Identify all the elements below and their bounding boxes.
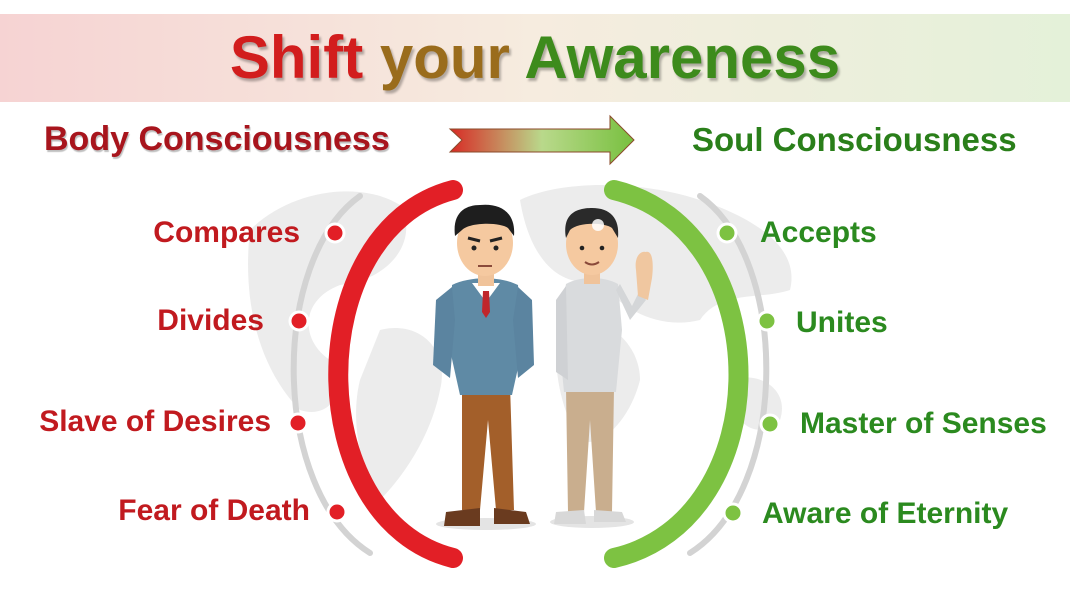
soul-consciousness-heading: Soul Consciousness [692,121,1017,158]
title-band [0,14,1070,102]
body-consciousness-heading: Body Consciousness [44,120,390,158]
page-title: Shift your Awareness [0,20,1070,96]
trait-aware-of-eternity: Aware of Eternity [762,497,1009,530]
dot-unites [756,310,778,332]
trait-compares: Compares [153,216,300,249]
trait-divides: Divides [157,304,264,337]
soul-conscious-man-illustration [550,208,653,528]
left-bullet-dots [287,222,348,523]
transition-arrow [448,114,635,166]
left-red-arc [328,180,463,568]
dot-compares [324,222,346,244]
title-word-shift: Shift [229,24,364,91]
dot-divides [288,310,310,332]
trait-accepts: Accepts [760,216,877,249]
dot-accepts [716,222,738,244]
title-word-awareness: Awareness [524,24,841,91]
right-green-arc [604,180,749,568]
trait-fear-of-death: Fear of Death [118,494,310,527]
dot-fear-of-death [326,501,348,523]
right-bullet-dots [716,222,781,524]
body-conscious-man-illustration [433,204,536,530]
title-word-your: your [379,24,510,91]
trait-master-of-senses: Master of Senses [800,407,1047,440]
dot-slave-of-desires [287,412,309,434]
dot-master-of-senses [759,413,781,435]
trait-unites: Unites [796,306,888,339]
trait-slave-of-desires: Slave of Desires [39,405,271,438]
dot-aware-of-eternity [722,502,744,524]
